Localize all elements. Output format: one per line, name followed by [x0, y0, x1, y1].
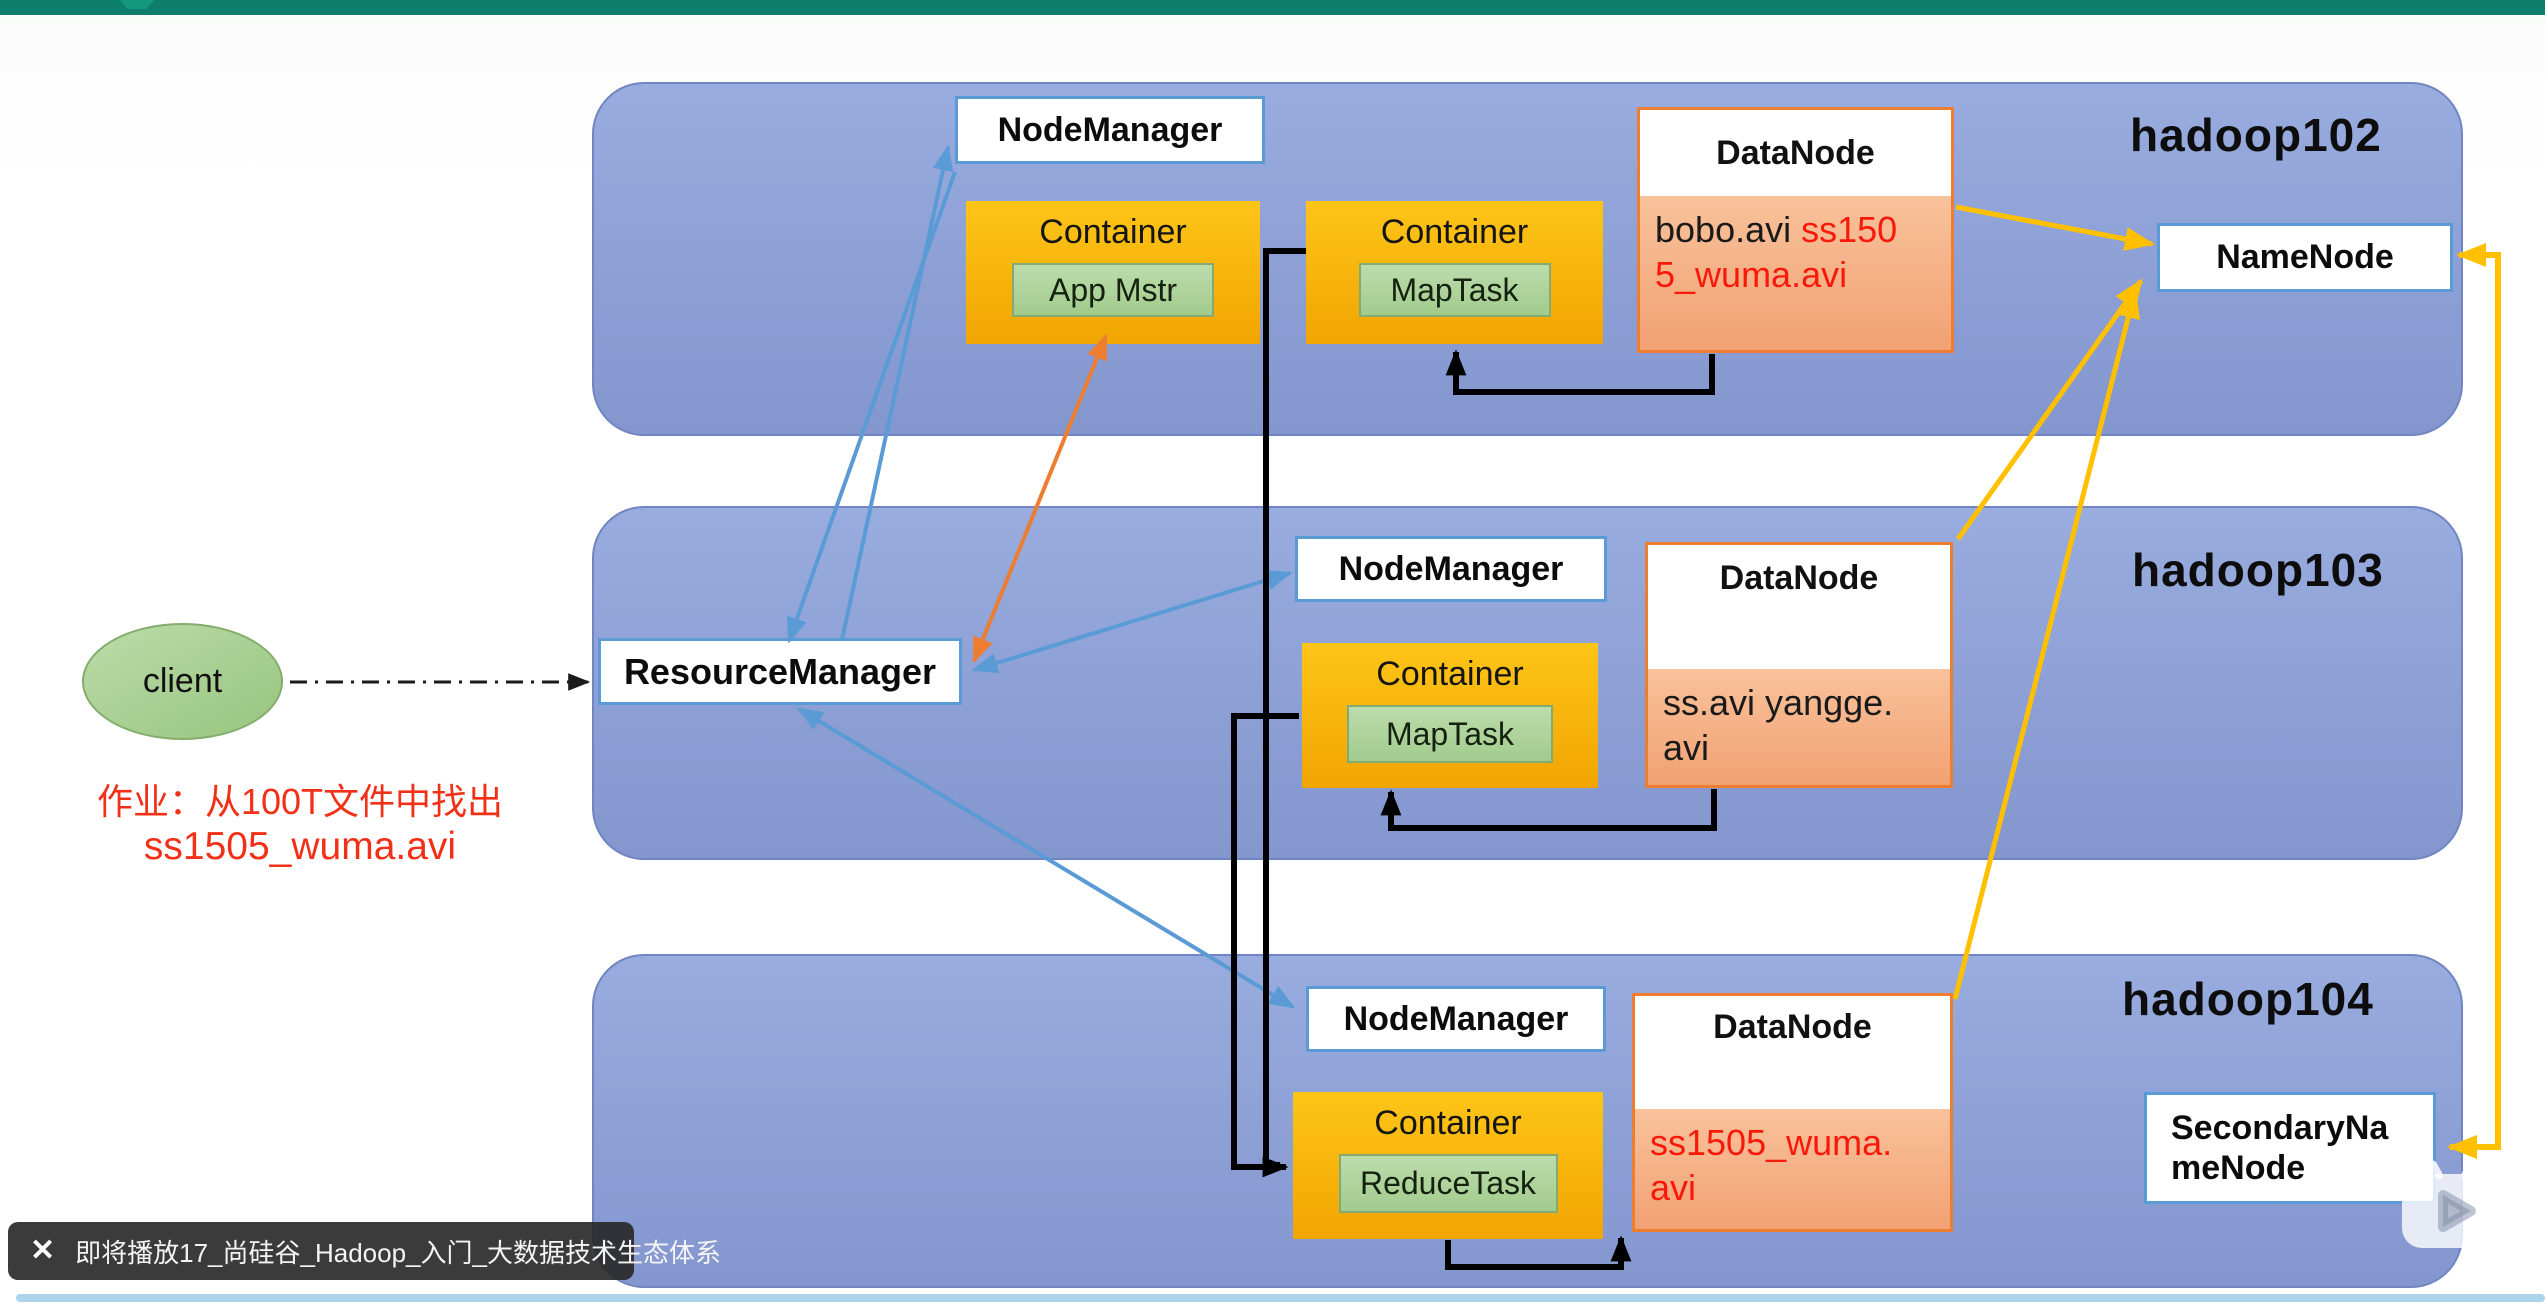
file-name: ss1505_wuma.avi	[1650, 1122, 1893, 1208]
data-node-hadoop102: DataNode bobo.avi ss1505_wuma.avi	[1637, 107, 1954, 353]
job-note-line2: ss1505_wuma.avi	[143, 825, 457, 869]
up-next-text: 即将播放17_尚硅谷_Hadoop_入门_大数据技术生态体系	[75, 1237, 721, 1268]
data-node-hadoop104: DataNode ss1505_wuma.avi	[1632, 993, 1953, 1232]
job-note-line1: 作业：从100T文件中找出	[96, 781, 504, 822]
task-maptask-103: MapTask	[1347, 705, 1553, 763]
container-title: Container	[1039, 213, 1187, 251]
node-manager-hadoop102: NodeManager	[955, 96, 1265, 164]
play-button[interactable]	[2402, 1158, 2504, 1248]
host-label-hadoop104: hadoop104	[2122, 973, 2374, 1025]
file-name: yangge.avi	[1663, 682, 1894, 768]
client-node: client	[82, 623, 283, 740]
logo-fragment	[120, 0, 154, 9]
name-node: NameNode	[2157, 223, 2453, 292]
data-node-files: ss1505_wuma.avi	[1635, 1109, 1950, 1229]
data-node-hadoop103: DataNode ss.avi yangge.avi	[1645, 542, 1953, 788]
resource-manager: ResourceManager	[598, 638, 962, 705]
node-manager-hadoop103: NodeManager	[1295, 536, 1607, 602]
data-node-files: ss.avi yangge.avi	[1648, 669, 1950, 785]
file-name: ss1505_wuma.avi	[1655, 209, 1898, 295]
data-node-files: bobo.avi ss1505_wuma.avi	[1640, 196, 1951, 350]
job-note: 作业：从100T文件中找出 ss1505_wuma.avi	[88, 780, 512, 872]
play-icon	[2438, 1190, 2476, 1232]
node-manager-hadoop104: NodeManager	[1306, 986, 1606, 1052]
video-progress-bar[interactable]	[16, 1294, 2545, 1302]
container-reducetask: Container ReduceTask	[1293, 1092, 1603, 1239]
container-title: Container	[1380, 213, 1529, 251]
container-appmstr: Container App Mstr	[966, 201, 1260, 344]
container-maptask-102: Container MapTask	[1306, 201, 1603, 344]
top-teal-bar	[0, 0, 2545, 15]
task-reducetask: ReduceTask	[1338, 1154, 1558, 1213]
data-node-title: DataNode	[1716, 133, 1875, 172]
up-next-toast[interactable]: ✕ 即将播放17_尚硅谷_Hadoop_入门_大数据技术生态体系	[8, 1222, 721, 1280]
file-name: bobo.avi	[1655, 209, 1792, 250]
task-app-mstr: App Mstr	[1012, 263, 1214, 317]
secondary-name-node: SecondaryNameNode	[2144, 1092, 2436, 1204]
container-title: Container	[1376, 655, 1524, 693]
close-icon[interactable]: ✕	[30, 1234, 56, 1267]
container-maptask-103: Container MapTask	[1302, 643, 1598, 788]
file-name: ss.avi	[1663, 682, 1756, 723]
host-label-hadoop102: hadoop102	[2130, 109, 2382, 161]
data-node-title: DataNode	[1719, 559, 1879, 597]
data-node-title: DataNode	[1713, 1008, 1872, 1046]
container-title: Container	[1374, 1104, 1522, 1142]
task-maptask-102: MapTask	[1358, 263, 1551, 317]
host-label-hadoop103: hadoop103	[2132, 544, 2384, 596]
